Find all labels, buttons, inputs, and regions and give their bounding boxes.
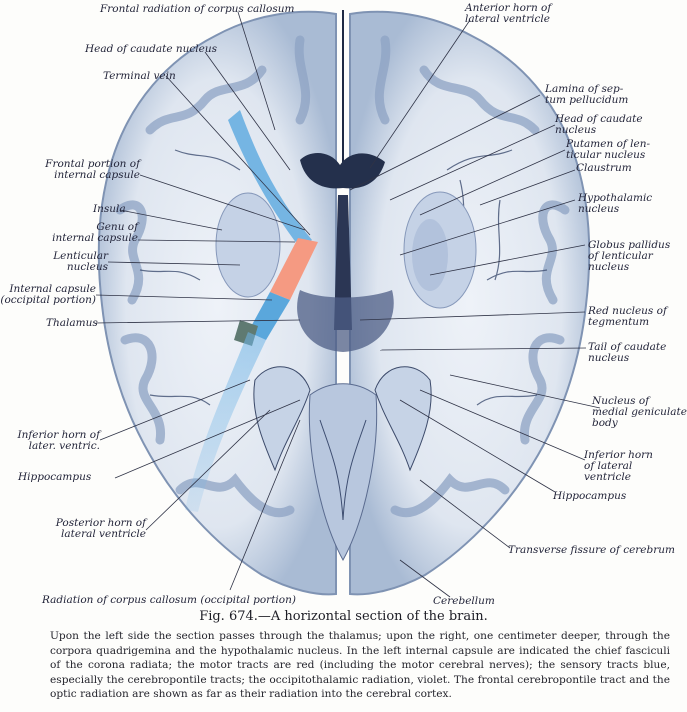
label-inferior-horn-right-line1: Inferior horn xyxy=(584,449,653,461)
cortex-gyri xyxy=(115,35,570,518)
label-genu: Genu of internal capsule xyxy=(20,222,138,244)
label-inferior-horn-left-line2: later. ventric. xyxy=(28,440,100,452)
third-ventricle xyxy=(334,195,352,330)
label-lamina: Lamina of sep- tum pellucidum xyxy=(545,84,628,106)
label-posterior-horn-line2: lateral ventricle xyxy=(61,528,146,540)
label-medial-geniculate-line2: medial geniculate xyxy=(592,406,687,418)
label-putamen-line2: ticular nucleus xyxy=(566,149,646,161)
label-hippocampus-right: Hippocampus xyxy=(553,490,627,502)
label-lamina-line2: tum pellucidum xyxy=(545,94,629,106)
label-hippocampus-left: Hippocampus xyxy=(18,471,92,483)
label-frontal-portion-line2: internal capsule xyxy=(54,169,140,181)
label-red-nucleus-line2: tegmentum xyxy=(588,316,650,328)
label-posterior-horn: Posterior horn of lateral ventricle xyxy=(30,518,146,540)
label-terminal-vein: Terminal vein xyxy=(103,70,176,82)
label-internal-capsule-line2: (occipital portion) xyxy=(0,294,96,306)
right-globus-pallidus xyxy=(412,219,448,291)
label-red-nucleus: Red nucleus of tegmentum xyxy=(588,306,667,328)
label-internal-capsule: Internal capsule (occipital portion) xyxy=(0,284,96,306)
posterior-horns xyxy=(253,366,311,472)
label-anterior-horn-line1: Anterior horn of xyxy=(465,2,552,14)
label-posterior-horn-line1: Posterior horn of xyxy=(55,517,146,529)
left-lenticular-nucleus xyxy=(215,192,281,298)
figure-caption-title: Fig. 674.—A horizontal section of the br… xyxy=(199,609,488,624)
label-transverse-fissure: Transverse fissure of cerebrum xyxy=(508,544,675,556)
label-putamen-line1: Putamen of len- xyxy=(566,138,651,150)
leader-lines xyxy=(95,11,601,598)
label-putamen: Putamen of len- ticular nucleus xyxy=(566,139,650,161)
label-insula: Insula xyxy=(93,203,126,215)
label-tail-caudate-line1: Tail of caudate xyxy=(588,341,667,353)
label-head-caudate-right-line2: nucleus xyxy=(555,124,597,136)
label-lenticular: Lenticular nucleus xyxy=(20,251,108,273)
label-medial-geniculate-line3: body xyxy=(592,417,618,429)
label-hypothalamic-line2: nucleus xyxy=(578,203,620,215)
label-hypothalamic: Hypothalamic nucleus xyxy=(578,193,652,215)
motor-tract-red xyxy=(270,238,318,300)
label-globus-pallidus: Globus pallidus of lenticular nucleus xyxy=(588,240,670,273)
label-hypothalamic-line1: Hypothalamic xyxy=(578,192,653,204)
label-inferior-horn-left: Inferior horn of later. ventric. xyxy=(0,430,100,452)
label-lenticular-line1: Lenticular xyxy=(53,250,108,262)
label-cerebellum: Cerebellum xyxy=(433,595,495,607)
label-inferior-horn-left-line1: Inferior horn of xyxy=(17,429,100,441)
label-globus-line1: Globus pallidus xyxy=(588,239,671,251)
label-medial-geniculate-line1: Nucleus of xyxy=(592,395,650,407)
label-genu-line2: internal capsule xyxy=(52,232,138,244)
label-claustrum: Claustrum xyxy=(576,162,632,174)
label-tail-caudate-line2: nucleus xyxy=(588,352,630,364)
cerebellum-region xyxy=(308,383,378,562)
label-head-caudate-left: Head of caudate nucleus xyxy=(85,43,218,55)
label-head-caudate-right: Head of caudate nucleus xyxy=(555,114,643,136)
label-frontal-portion: Frontal portion of internal capsule xyxy=(30,159,140,181)
figure-caption-body: Upon the left side the section passes th… xyxy=(50,630,670,701)
label-inferior-horn-right: Inferior horn of lateral ventricle xyxy=(584,450,653,483)
label-red-nucleus-line1: Red nucleus of xyxy=(588,305,667,317)
label-anterior-horn: Anterior horn of lateral ventricle xyxy=(465,3,551,25)
label-tail-caudate: Tail of caudate nucleus xyxy=(588,342,666,364)
label-radiation-occipital: Radiation of corpus callosum (occipital … xyxy=(42,594,296,606)
label-anterior-horn-line2: lateral ventricle xyxy=(465,13,550,25)
anterior-horns xyxy=(300,153,385,189)
label-thalamus: Thalamus xyxy=(46,317,98,329)
label-medial-geniculate: Nucleus of medial geniculate body xyxy=(592,396,687,429)
label-lamina-line1: Lamina of sep- xyxy=(545,83,624,95)
label-internal-capsule-line1: Internal capsule xyxy=(9,283,96,295)
midbrain-region xyxy=(297,290,394,352)
label-frontal-portion-line1: Frontal portion of xyxy=(45,158,140,170)
label-inferior-horn-right-line3: ventricle xyxy=(584,471,631,483)
label-lenticular-line2: nucleus xyxy=(66,261,108,273)
label-frontal-radiation: Frontal radiation of corpus callosum xyxy=(100,3,295,15)
label-inferior-horn-right-line2: of lateral xyxy=(584,460,633,472)
label-globus-line3: nucleus xyxy=(588,261,630,273)
brain-section-illustration xyxy=(95,10,601,598)
sensory-tract-blue xyxy=(248,292,290,340)
label-genu-line1: Genu of xyxy=(96,221,138,233)
label-head-caudate-right-line1: Head of caudate xyxy=(555,113,643,125)
label-globus-line2: of lenticular xyxy=(588,250,653,262)
